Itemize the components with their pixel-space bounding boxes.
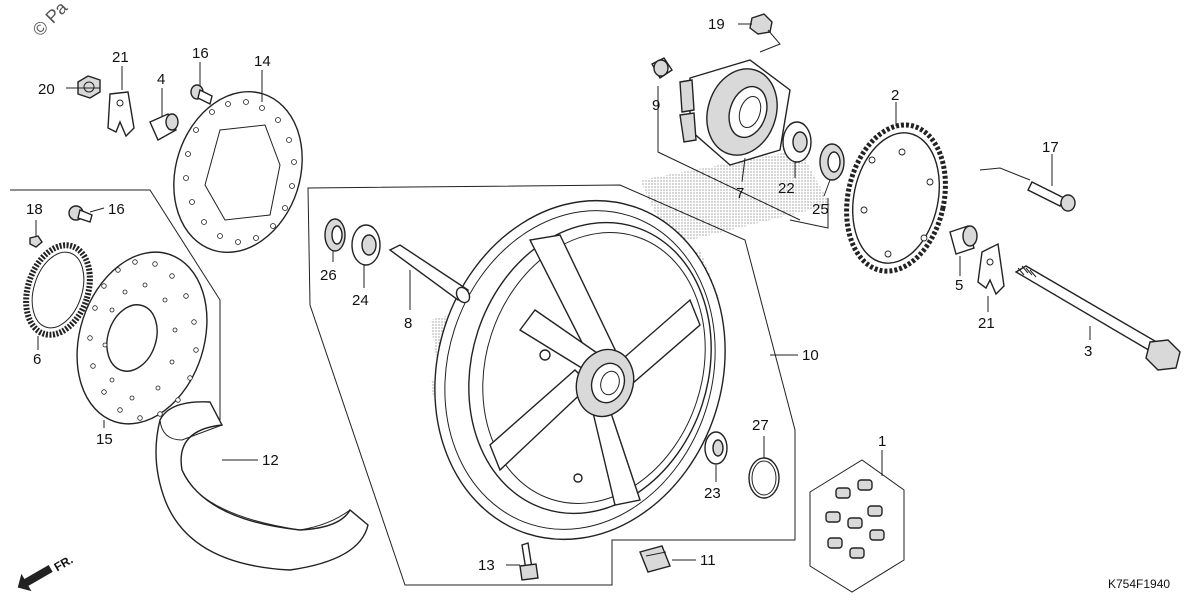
copyright-text: © Pa bbox=[29, 0, 72, 40]
bearing-24 bbox=[351, 224, 381, 266]
callout-23: 23 bbox=[704, 485, 721, 502]
callout-7: 7 bbox=[736, 185, 744, 202]
callout-8: 8 bbox=[404, 315, 412, 332]
callout-24: 24 bbox=[352, 292, 369, 309]
callout-10: 10 bbox=[802, 347, 819, 364]
callout-2: 2 bbox=[891, 87, 899, 104]
brake-disc-15 bbox=[76, 251, 208, 425]
bolt-16-upper bbox=[190, 84, 213, 106]
bolt-17 bbox=[1027, 181, 1076, 212]
bearing-23 bbox=[704, 431, 728, 465]
axle-3 bbox=[1014, 265, 1181, 371]
mudguard-12 bbox=[155, 401, 369, 571]
nut-20 bbox=[77, 75, 101, 99]
callout-18: 18 bbox=[26, 201, 43, 218]
bolt-16-lower bbox=[68, 205, 93, 223]
brake-disc-14 bbox=[173, 90, 303, 254]
pulser-ring-6 bbox=[23, 242, 93, 338]
alignment-shading-upper bbox=[640, 150, 830, 245]
callout-4: 4 bbox=[157, 71, 165, 88]
bracket-21-right bbox=[977, 242, 1005, 296]
dust-seal-26 bbox=[324, 218, 346, 252]
callout-17: 17 bbox=[1042, 139, 1059, 156]
collar-4 bbox=[149, 113, 179, 141]
distance-collar-8 bbox=[388, 244, 471, 304]
bracket-21-left bbox=[107, 91, 135, 138]
leader-lines bbox=[10, 23, 1091, 566]
callout-19: 19 bbox=[708, 16, 725, 33]
callout-20: 20 bbox=[38, 81, 55, 98]
collar-9 bbox=[651, 57, 673, 79]
dust-seal-25 bbox=[819, 143, 845, 181]
balance-weight-11 bbox=[639, 545, 671, 573]
diagram-code: K754F1940 bbox=[1108, 577, 1170, 591]
air-valve-13 bbox=[519, 542, 539, 581]
damper-rubber-set-1 bbox=[809, 459, 905, 593]
callout-14: 14 bbox=[254, 53, 271, 70]
callout-5: 5 bbox=[955, 277, 963, 294]
callout-1: 1 bbox=[878, 433, 886, 450]
callout-11: 11 bbox=[700, 552, 716, 569]
callout-25: 25 bbox=[812, 201, 829, 218]
callout-12: 12 bbox=[262, 452, 279, 469]
callout-21-right: 21 bbox=[978, 315, 995, 332]
callout-16-lower: 16 bbox=[108, 201, 125, 218]
callout-13: 13 bbox=[478, 557, 495, 574]
callout-27: 27 bbox=[752, 417, 769, 434]
o-ring-27 bbox=[748, 457, 780, 499]
callout-9: 9 bbox=[652, 97, 660, 114]
callout-16-upper: 16 bbox=[192, 45, 209, 62]
screw-18 bbox=[29, 235, 43, 248]
callout-26: 26 bbox=[320, 267, 337, 284]
callout-22: 22 bbox=[778, 180, 795, 197]
callout-labels: 20 21 4 16 14 18 16 6 15 12 26 24 8 10 1… bbox=[26, 16, 1092, 574]
bearing-22 bbox=[782, 121, 812, 163]
wheel-group-outline bbox=[307, 184, 796, 586]
collar-5 bbox=[949, 225, 978, 255]
callout-15: 15 bbox=[96, 431, 113, 448]
direction-label: FR. bbox=[52, 552, 76, 574]
front-direction-arrow: FR. bbox=[17, 552, 76, 592]
callout-6: 6 bbox=[33, 351, 41, 368]
callout-3: 3 bbox=[1084, 343, 1092, 360]
callout-21-left: 21 bbox=[112, 49, 129, 66]
sprocket-2 bbox=[844, 122, 948, 274]
final-driven-flange-7 bbox=[679, 59, 791, 166]
rear-wheel bbox=[434, 199, 726, 541]
